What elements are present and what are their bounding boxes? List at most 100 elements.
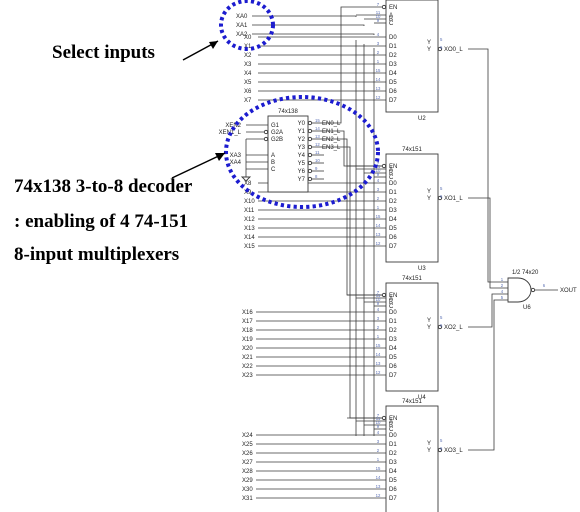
- data-input-label: X1: [244, 44, 252, 50]
- select-wire: [252, 15, 357, 17]
- mux-pin-d3: D3: [389, 208, 397, 214]
- decoder-pin-g2a: G2A: [271, 130, 283, 136]
- mux-output-wire-1: [468, 48, 508, 283]
- data-input-label: X3: [244, 62, 252, 68]
- mux-ref-1: U2: [418, 116, 426, 122]
- mux-pin-d1: D1: [389, 190, 397, 196]
- decoder-g2-bubble: [263, 136, 269, 142]
- mux-ynot-pin: Y: [427, 448, 431, 454]
- mux-pin-d1: D1: [389, 442, 397, 448]
- pin-number: 7: [377, 290, 380, 295]
- pin-number: 5: [440, 37, 443, 42]
- decoder-pin-y4: Y4: [298, 153, 306, 159]
- pin-number: 12: [376, 493, 381, 498]
- mux-part-label-3: 74x151: [402, 276, 422, 282]
- pin-number: 6: [440, 446, 443, 451]
- select-arrow-head: [209, 41, 218, 49]
- mux-en-bubble: [381, 163, 387, 169]
- mux-pin-b: B: [389, 423, 393, 429]
- mux-pin-d2: D2: [389, 199, 397, 205]
- mux-body-4: [385, 405, 439, 512]
- mux-pin-d2: D2: [389, 53, 397, 59]
- data-input-label: X2: [244, 53, 252, 59]
- parts: [240, 0, 536, 512]
- decoder-pin-a: A: [271, 153, 275, 159]
- select-label-xa0: XA0: [236, 14, 248, 20]
- pin-number: 7: [377, 161, 380, 166]
- data-input-label: X30: [242, 487, 253, 493]
- data-input-label: X14: [244, 235, 255, 241]
- mux-pin-en: EN: [389, 416, 397, 422]
- mux-pin-d5: D5: [389, 80, 397, 86]
- pin-number: 11: [376, 416, 381, 421]
- ground-symbol: [240, 176, 252, 182]
- annotation-decoder-line2: : enabling of 4 74-151: [14, 211, 189, 232]
- decoder-pin-y0: Y0: [298, 121, 306, 127]
- data-input-label: X24: [242, 433, 253, 439]
- mux-pin-en: EN: [389, 293, 397, 299]
- pin-number: 13: [315, 134, 320, 139]
- mux-output-wire-3: [468, 293, 508, 328]
- pin-number: 13: [376, 86, 381, 91]
- pin-number: 15: [376, 466, 381, 471]
- decoder-enable-net-0: EN0_L: [322, 121, 341, 127]
- pin-number: 3: [377, 41, 380, 46]
- data-input-label: X5: [244, 80, 252, 86]
- data-input-label: X22: [242, 364, 253, 370]
- decoder-pin-y2: Y2: [298, 137, 306, 143]
- pin-number: 9: [377, 424, 380, 429]
- mux-pin-d2: D2: [389, 451, 397, 457]
- labels: U2EN7A11B10C9D04D13D22D31D415D514D613D71…: [219, 2, 577, 502]
- nand-output-bubble: [530, 287, 536, 293]
- mux-pin-d7: D7: [389, 98, 397, 104]
- mux-pin-b: B: [389, 17, 393, 23]
- mux-pin-c: C: [389, 175, 394, 181]
- pin-number: 12: [376, 95, 381, 100]
- mux-pin-c: C: [389, 427, 394, 433]
- pin-number: 11: [315, 150, 320, 155]
- mux-y-pin: Y: [427, 40, 431, 46]
- enable-net-wire-1: [324, 130, 382, 167]
- mux-pin-b: B: [389, 171, 393, 177]
- select-label-xa1: XA1: [236, 23, 248, 29]
- data-input-label: X10: [244, 199, 255, 205]
- pin-number: 4: [501, 289, 504, 294]
- select-wire: [252, 24, 365, 26]
- enable-net-wire-0: [324, 6, 382, 124]
- mux-pin-d6: D6: [389, 235, 397, 241]
- mux-pin-en: EN: [389, 164, 397, 170]
- data-input-label: X7: [244, 98, 252, 104]
- pin-number: 15: [376, 343, 381, 348]
- pin-number: 11: [376, 164, 381, 169]
- pin-number: 9: [377, 172, 380, 177]
- pin-number: 13: [376, 361, 381, 366]
- mux-pin-d7: D7: [389, 373, 397, 379]
- pin-number: 2: [377, 50, 380, 55]
- decoder-output-bubble: [307, 152, 313, 158]
- enable-net-wire-2: [324, 138, 382, 296]
- mux-pin-d5: D5: [389, 355, 397, 361]
- mux-output-label-1: XO0_L: [444, 47, 463, 53]
- pin-number: 12: [376, 370, 381, 375]
- pin-number: 10: [315, 158, 320, 163]
- mux-body-1: [385, 0, 439, 113]
- mux-pin-d3: D3: [389, 62, 397, 68]
- enable-net-wire-3: [324, 146, 382, 419]
- decoder-output-bubble: [307, 176, 313, 182]
- mux-pin-en: EN: [389, 5, 397, 11]
- pin-number: 5: [440, 315, 443, 320]
- mux-pin-d0: D0: [389, 35, 397, 41]
- pin-number: 6: [543, 283, 546, 288]
- pin-number: 15: [376, 68, 381, 73]
- mux-y-pin: Y: [427, 318, 431, 324]
- data-input-label: X23: [242, 373, 253, 379]
- pin-number: 2: [377, 196, 380, 201]
- data-input-label: X26: [242, 451, 253, 457]
- pin-number: 13: [376, 484, 381, 489]
- mux-pin-d1: D1: [389, 319, 397, 325]
- mux-ynot-pin: Y: [427, 325, 431, 331]
- mux-pin-d3: D3: [389, 337, 397, 343]
- mux-pin-d3: D3: [389, 460, 397, 466]
- mux-body-3: [385, 282, 439, 392]
- data-input-label: X18: [242, 328, 253, 334]
